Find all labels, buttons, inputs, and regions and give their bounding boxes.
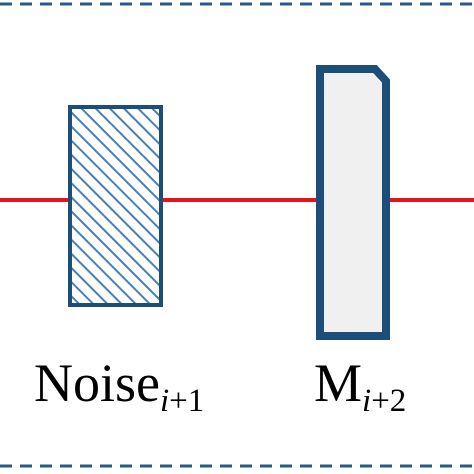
noise-element [68,105,163,307]
mirror-label: Mi+2 [314,353,406,418]
noise-label-base: Noise [34,353,160,413]
mirror-label-base: M [314,353,363,413]
noise-label: Noisei+1 [34,353,204,418]
mirror-subscript-offset: +2 [371,383,407,419]
mirror-subscript-variable: i [362,383,372,419]
mirror-label-subscript: i+2 [362,383,406,419]
noise-label-subscript: i+1 [160,383,204,419]
mirror-element [316,65,390,340]
noise-subscript-offset: +1 [169,383,205,419]
noise-subscript-variable: i [159,383,170,419]
